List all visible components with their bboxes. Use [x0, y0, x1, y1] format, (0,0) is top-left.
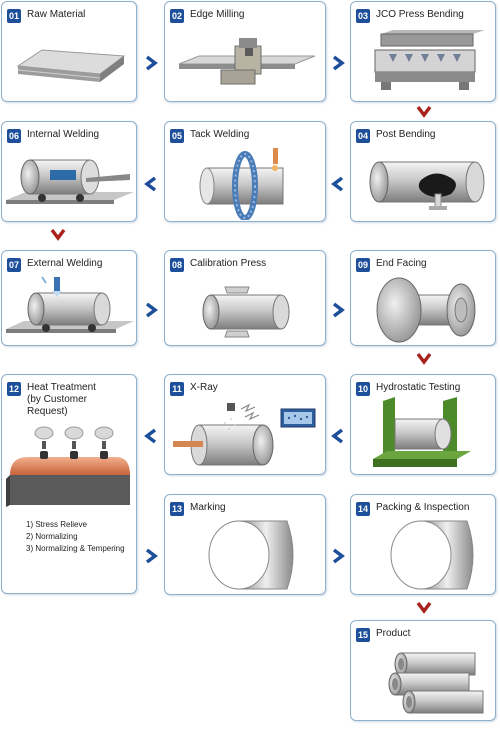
step-title: Calibration Press [190, 258, 267, 269]
packing-inspection-illustration [390, 520, 474, 590]
product-pipes-illustration [388, 652, 484, 714]
step-title: External Welding [27, 258, 103, 269]
jco-press-illustration [374, 30, 485, 90]
step-title-line: Request) [27, 406, 68, 417]
calibration-press-illustration [202, 286, 290, 338]
edge-milling-illustration [178, 38, 316, 85]
step-number-badge: 04 [356, 129, 370, 143]
step-card-edge-milling: 02 Edge Milling [164, 1, 326, 102]
flow-arrow-down [416, 105, 432, 118]
heat-treatment-options: 1) Stress Relieve 2) Normalizing 3) Norm… [26, 519, 125, 555]
steel-plate-illustration [16, 49, 126, 82]
step-title: Heat Treatment (by Customer Request) [27, 382, 96, 418]
marking-illustration [208, 520, 294, 590]
step-title: Internal Welding [27, 129, 100, 140]
step-card-product: 15 Product [350, 620, 496, 721]
step-title-line: Heat Treatment [27, 382, 96, 393]
step-title: JCO Press Bending [376, 9, 464, 20]
step-number-badge: 10 [356, 382, 370, 396]
step-number-badge: 11 [170, 382, 184, 396]
flow-arrow-left [331, 176, 344, 192]
step-number-badge: 03 [356, 9, 370, 23]
step-number-badge: 08 [170, 258, 184, 272]
step-title-line: (by Customer [27, 394, 88, 405]
step-card-jco-press-bending: 03 JCO Press Bending [350, 1, 496, 102]
step-card-raw-material: 01 Raw Material [1, 1, 137, 102]
flow-arrow-right [332, 55, 345, 71]
step-number-badge: 07 [7, 258, 21, 272]
post-bending-illustration [369, 161, 485, 210]
flow-arrow-down [50, 228, 66, 241]
step-number-badge: 01 [7, 9, 21, 23]
option-normalizing: 2) Normalizing [26, 532, 78, 541]
flow-arrow-left [331, 428, 344, 444]
step-card-external-welding: 07 External Welding [1, 250, 137, 346]
step-card-x-ray: 11 X-Ray [164, 374, 326, 475]
step-number-badge: 05 [170, 129, 184, 143]
end-facing-illustration [376, 277, 476, 343]
step-title: Raw Material [27, 9, 86, 20]
step-title: Hydrostatic Testing [376, 382, 461, 393]
flow-arrow-right [145, 548, 158, 564]
x-ray-illustration [173, 403, 316, 466]
flow-arrow-right [332, 548, 345, 564]
option-normalizing-tempering: 3) Normalizing & Tempering [26, 544, 125, 553]
step-number-badge: 15 [356, 628, 370, 642]
step-title: Product [376, 628, 411, 639]
step-number-badge: 12 [7, 382, 21, 396]
step-title: Edge Milling [190, 9, 245, 20]
step-card-internal-welding: 06 Internal Welding [1, 121, 137, 222]
flow-arrow-left [144, 428, 157, 444]
step-card-post-bending: 04 Post Bending [350, 121, 496, 222]
step-number-badge: 14 [356, 502, 370, 516]
step-card-heat-treatment: 12 Heat Treatment (by Customer Request) … [1, 374, 137, 594]
flow-arrow-right [145, 55, 158, 71]
flow-arrow-down [416, 601, 432, 614]
step-number-badge: 13 [170, 502, 184, 516]
flow-arrow-down [416, 352, 432, 365]
flow-arrow-right [332, 302, 345, 318]
option-stress-relieve: 1) Stress Relieve [26, 520, 87, 529]
step-number-badge: 09 [356, 258, 370, 272]
step-title: Post Bending [376, 129, 436, 140]
hydrostatic-testing-illustration [373, 397, 471, 467]
step-number-badge: 06 [7, 129, 21, 143]
step-title: End Facing [376, 258, 427, 269]
tack-welding-illustration [199, 148, 284, 220]
step-card-end-facing: 09 End Facing [350, 250, 496, 346]
step-card-hydrostatic-testing: 10 Hydrostatic Testing [350, 374, 496, 475]
external-welding-illustration [6, 276, 134, 333]
step-card-calibration-press: 08 Calibration Press [164, 250, 326, 346]
step-card-tack-welding: 05 Tack Welding [164, 121, 326, 222]
step-title: X-Ray [190, 382, 218, 393]
step-card-marking: 13 Marking [164, 494, 326, 595]
internal-welding-illustration [6, 159, 134, 204]
furnace-illustration [6, 426, 130, 507]
step-title: Packing & Inspection [376, 502, 470, 513]
step-title: Tack Welding [190, 129, 250, 140]
flow-arrow-left [144, 176, 157, 192]
step-card-packing-inspection: 14 Packing & Inspection [350, 494, 496, 595]
step-number-badge: 02 [170, 9, 184, 23]
flow-arrow-right [145, 302, 158, 318]
step-title: Marking [190, 502, 226, 513]
